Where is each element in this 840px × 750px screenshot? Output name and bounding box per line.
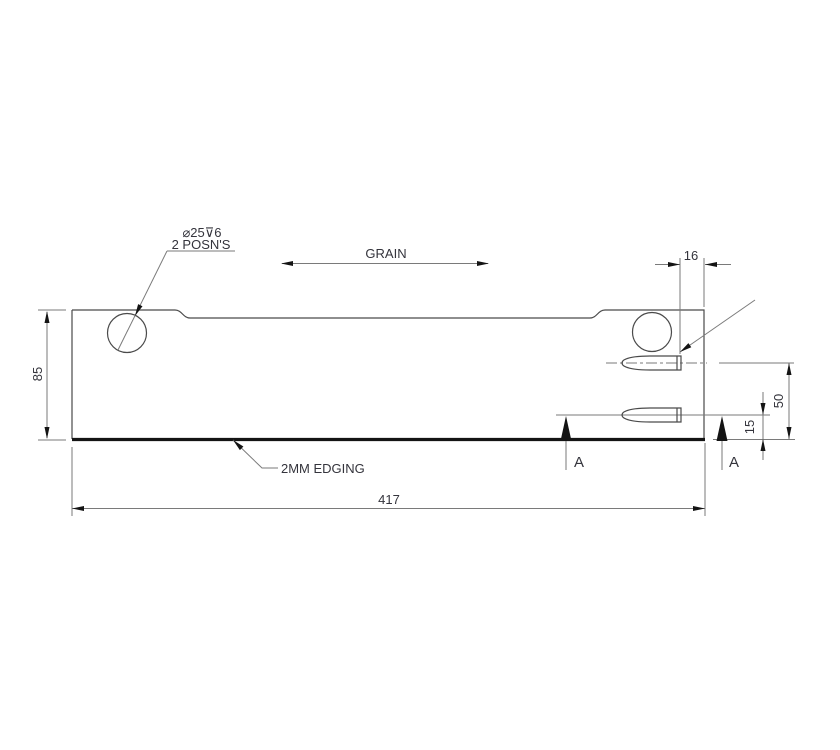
dim-16-arrow-right xyxy=(705,262,717,267)
hole-callout-line1: ⌀25⊽6 xyxy=(182,225,221,240)
dim-50-arrow-top xyxy=(786,363,792,375)
section-marker-right: A xyxy=(716,416,739,471)
part-outline-group xyxy=(71,309,705,442)
slot-leader-line xyxy=(679,299,756,353)
dim-417: 417 xyxy=(71,443,706,516)
slot-lower-outline xyxy=(621,407,682,423)
dim-50-arrow-bottom xyxy=(786,427,792,439)
slot-upper-outline xyxy=(621,355,682,371)
hole-callout-line2: 2 POSN'S xyxy=(172,237,231,252)
dim-85: 85 xyxy=(30,309,66,441)
dim-85-arrow-bottom xyxy=(44,427,50,439)
dim-16-value: 16 xyxy=(684,248,698,263)
dim-50-value: 50 xyxy=(771,394,786,408)
hole-right-circle xyxy=(631,311,673,353)
leader-line xyxy=(117,250,168,351)
dim-15-arrow-bottom xyxy=(760,439,766,451)
section-arrow-left xyxy=(560,416,572,441)
section-label-left: A xyxy=(574,454,584,471)
slot-lower xyxy=(556,407,770,423)
slot-leader-arrowhead xyxy=(680,343,692,352)
slot-upper xyxy=(606,355,794,371)
edging-leader-line xyxy=(232,439,278,469)
edging-leader-arrowhead xyxy=(233,440,244,451)
grain-label: GRAIN xyxy=(365,246,406,261)
dim-16-arrow-left xyxy=(668,262,680,267)
section-arrow-right xyxy=(716,416,728,441)
part-outline xyxy=(71,309,705,439)
dim-15-arrow-top xyxy=(760,403,766,415)
dim-417-value: 417 xyxy=(378,492,400,507)
dim-15: 15 xyxy=(742,392,766,460)
section-marker-left: A xyxy=(560,416,584,471)
grain-arrowhead-left xyxy=(281,261,293,266)
hole-left-circle xyxy=(106,312,148,354)
dim-16: 16 xyxy=(655,248,731,354)
edging-callout: 2MM EDGING xyxy=(232,439,365,476)
grain-indicator: GRAIN xyxy=(281,246,489,266)
dim-85-arrow-top xyxy=(44,311,50,323)
slot-leader xyxy=(679,299,756,353)
dim-417-arrow-right xyxy=(693,506,705,511)
dim-417-arrow-left xyxy=(72,506,84,511)
dim-15-value: 15 xyxy=(742,420,757,434)
section-label-right: A xyxy=(729,454,739,471)
leader-arrowhead xyxy=(135,304,143,316)
hole-callout-leader: ⌀25⊽6 2 POSN'S xyxy=(117,225,235,351)
dim-85-value: 85 xyxy=(30,367,45,381)
edging-label: 2MM EDGING xyxy=(281,461,365,476)
grain-arrowhead-right xyxy=(477,261,489,266)
